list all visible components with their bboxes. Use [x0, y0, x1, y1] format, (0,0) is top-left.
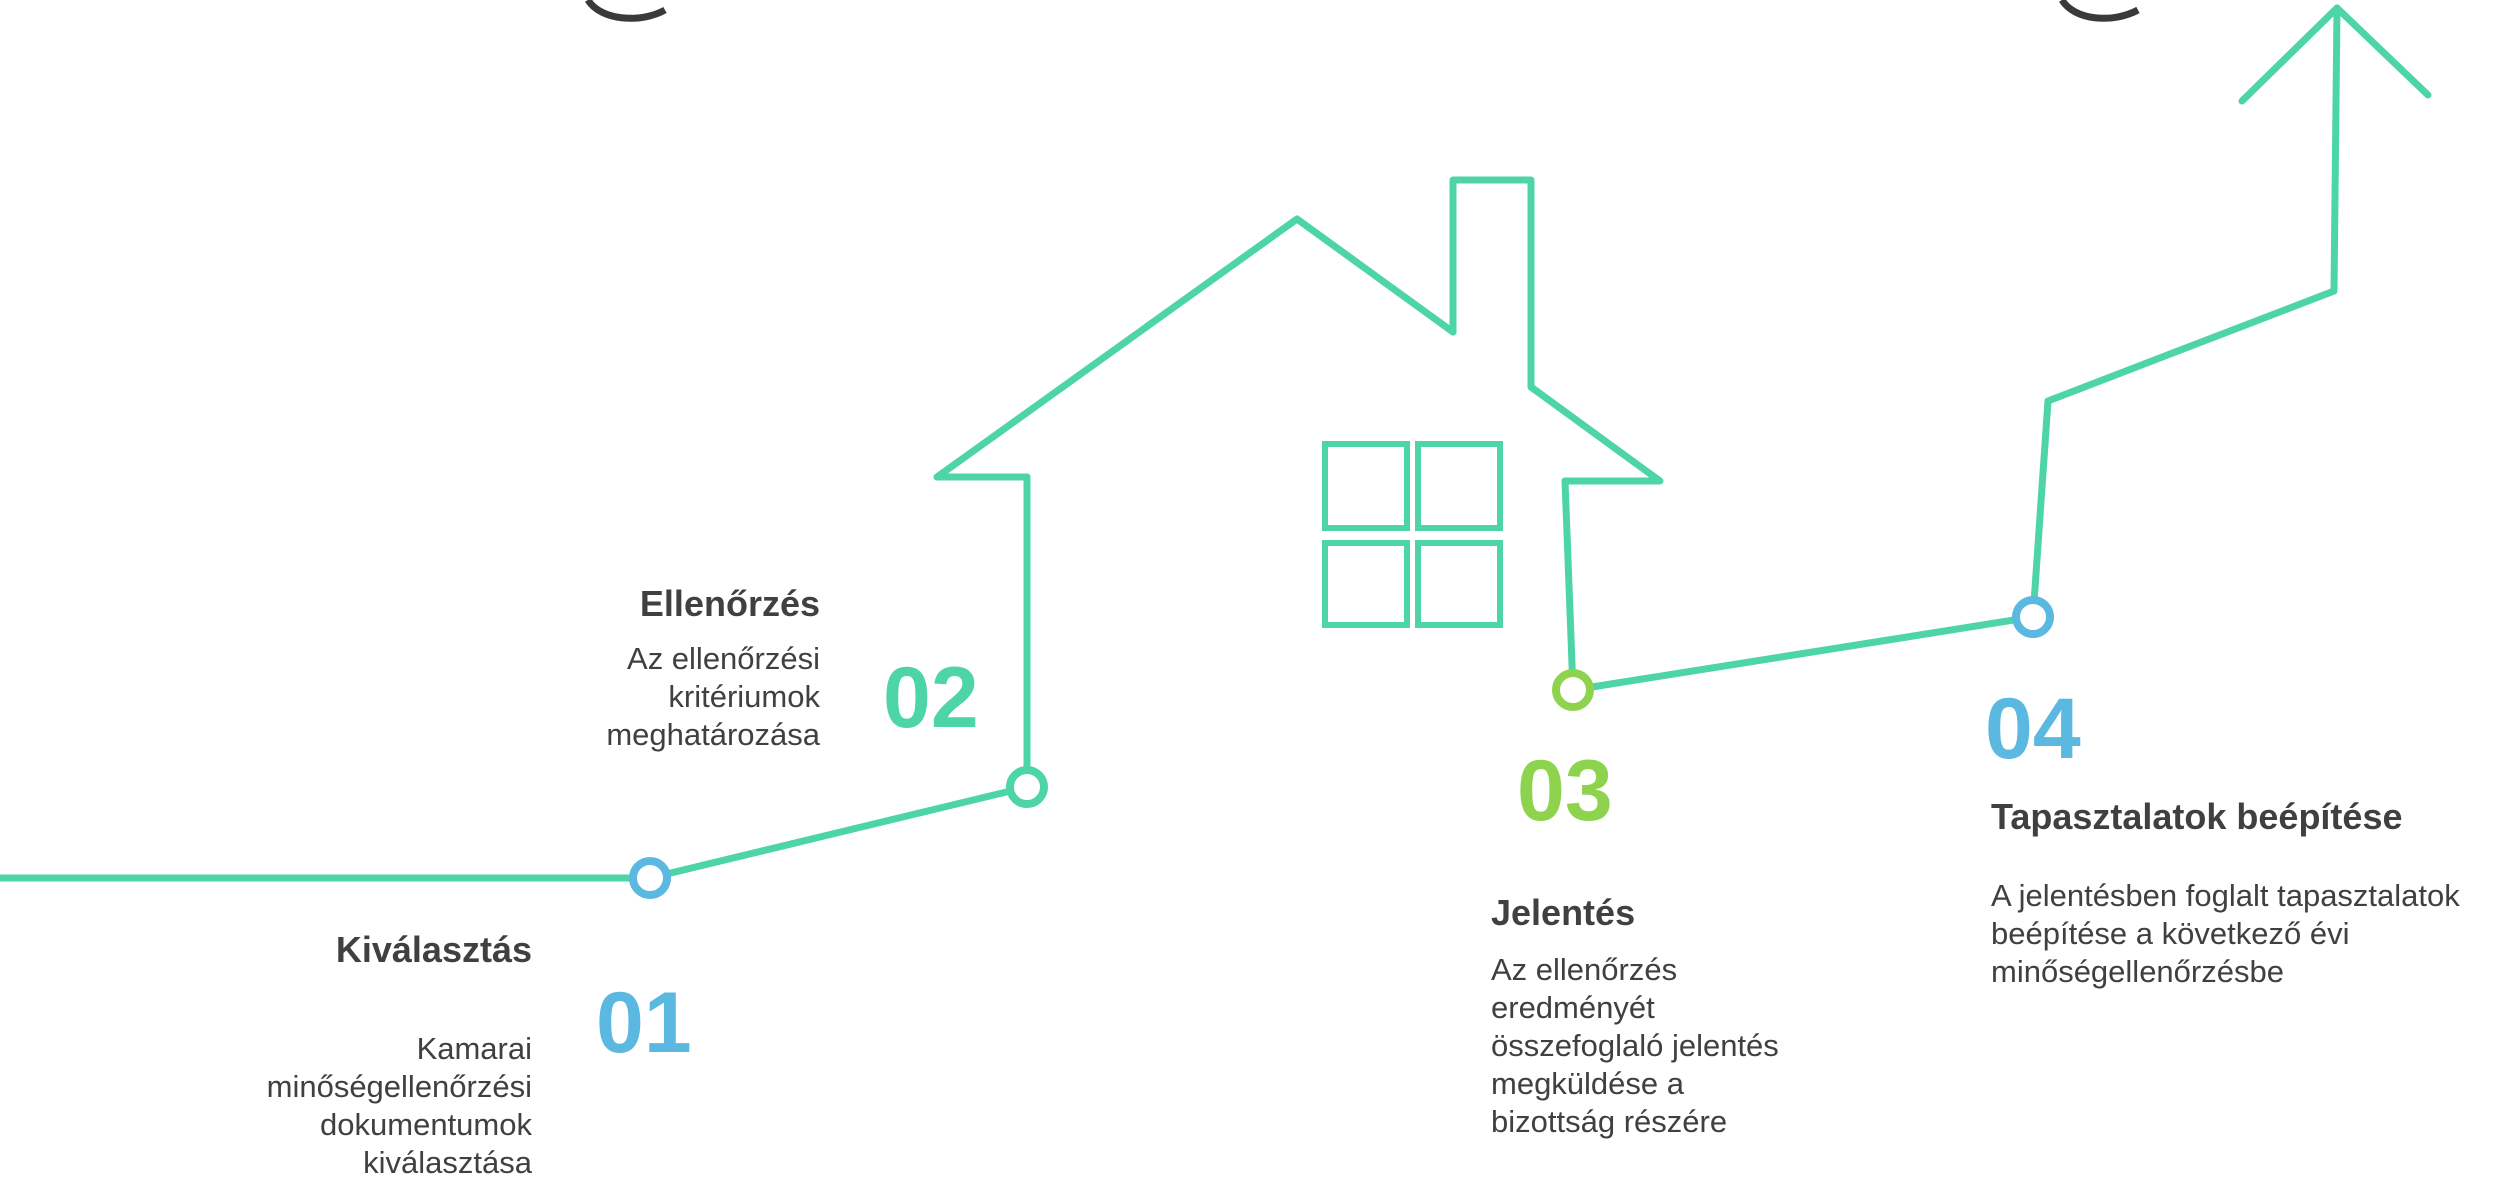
step-marker-01: [629, 857, 671, 899]
step-desc-line: A jelentésben foglalt tapasztalatok: [1991, 878, 2460, 913]
step-desc-line: megküldése a: [1491, 1066, 1685, 1101]
title-fragments: [585, 0, 2140, 22]
step-desc-line: meghatározása: [606, 717, 820, 752]
step-number-02: 02: [883, 650, 979, 746]
step-desc-line: kiválasztása: [363, 1145, 532, 1180]
window-pane: [1415, 540, 1503, 628]
window-pane: [1322, 441, 1410, 531]
step-desc-line: minőségellenőrzési: [266, 1069, 532, 1104]
step-title-02: Ellenőrzés: [639, 583, 820, 624]
window-pane: [1415, 441, 1503, 531]
step-desc-line: beépítése a következő évi: [1991, 916, 2350, 951]
step-desc-line: bizottság részére: [1491, 1104, 1728, 1139]
window-pane: [1322, 540, 1410, 628]
house-roof-right: [1527, 383, 1664, 485]
title-fragment-right: [2059, 0, 2140, 22]
step-title-04: Tapasztalatok beépítése: [1991, 796, 2403, 837]
step-title-01: Kiválasztás: [335, 929, 532, 970]
house-chimney: [1449, 176, 1535, 391]
step-desc-line: dokumentumok: [320, 1107, 532, 1142]
title-fragment-left: [585, 0, 667, 22]
step-desc-line: kritériumok: [668, 679, 820, 714]
step-desc-line: minőségellenőrzésbe: [1991, 954, 2284, 989]
step-number-03: 03: [1517, 743, 1613, 839]
step-desc-line: Az ellenőrzés: [1491, 952, 1678, 987]
step-number-04: 04: [1985, 681, 2081, 777]
step-desc-line: eredményét: [1491, 990, 1655, 1025]
path-line-end: [1569, 4, 2341, 694]
step-marker-02: [1006, 766, 1048, 808]
step-desc-line: összefoglaló jelentés: [1491, 1028, 1779, 1063]
step-number-01: 01: [596, 975, 692, 1071]
step-desc-line: Az ellenőrzési: [627, 641, 820, 676]
house-roof-left: [933, 215, 1457, 481]
step-title-03: Jelentés: [1491, 892, 1636, 933]
step-marker-04: [2012, 596, 2054, 638]
house-window: [1322, 441, 1503, 628]
step-desc-line: Kamarai: [416, 1031, 532, 1066]
house-right-wall: [1561, 477, 1577, 694]
arrow-head-icon: [2238, 4, 2432, 105]
path-line-start: [0, 783, 1031, 882]
step-marker-03: [1552, 669, 1594, 711]
